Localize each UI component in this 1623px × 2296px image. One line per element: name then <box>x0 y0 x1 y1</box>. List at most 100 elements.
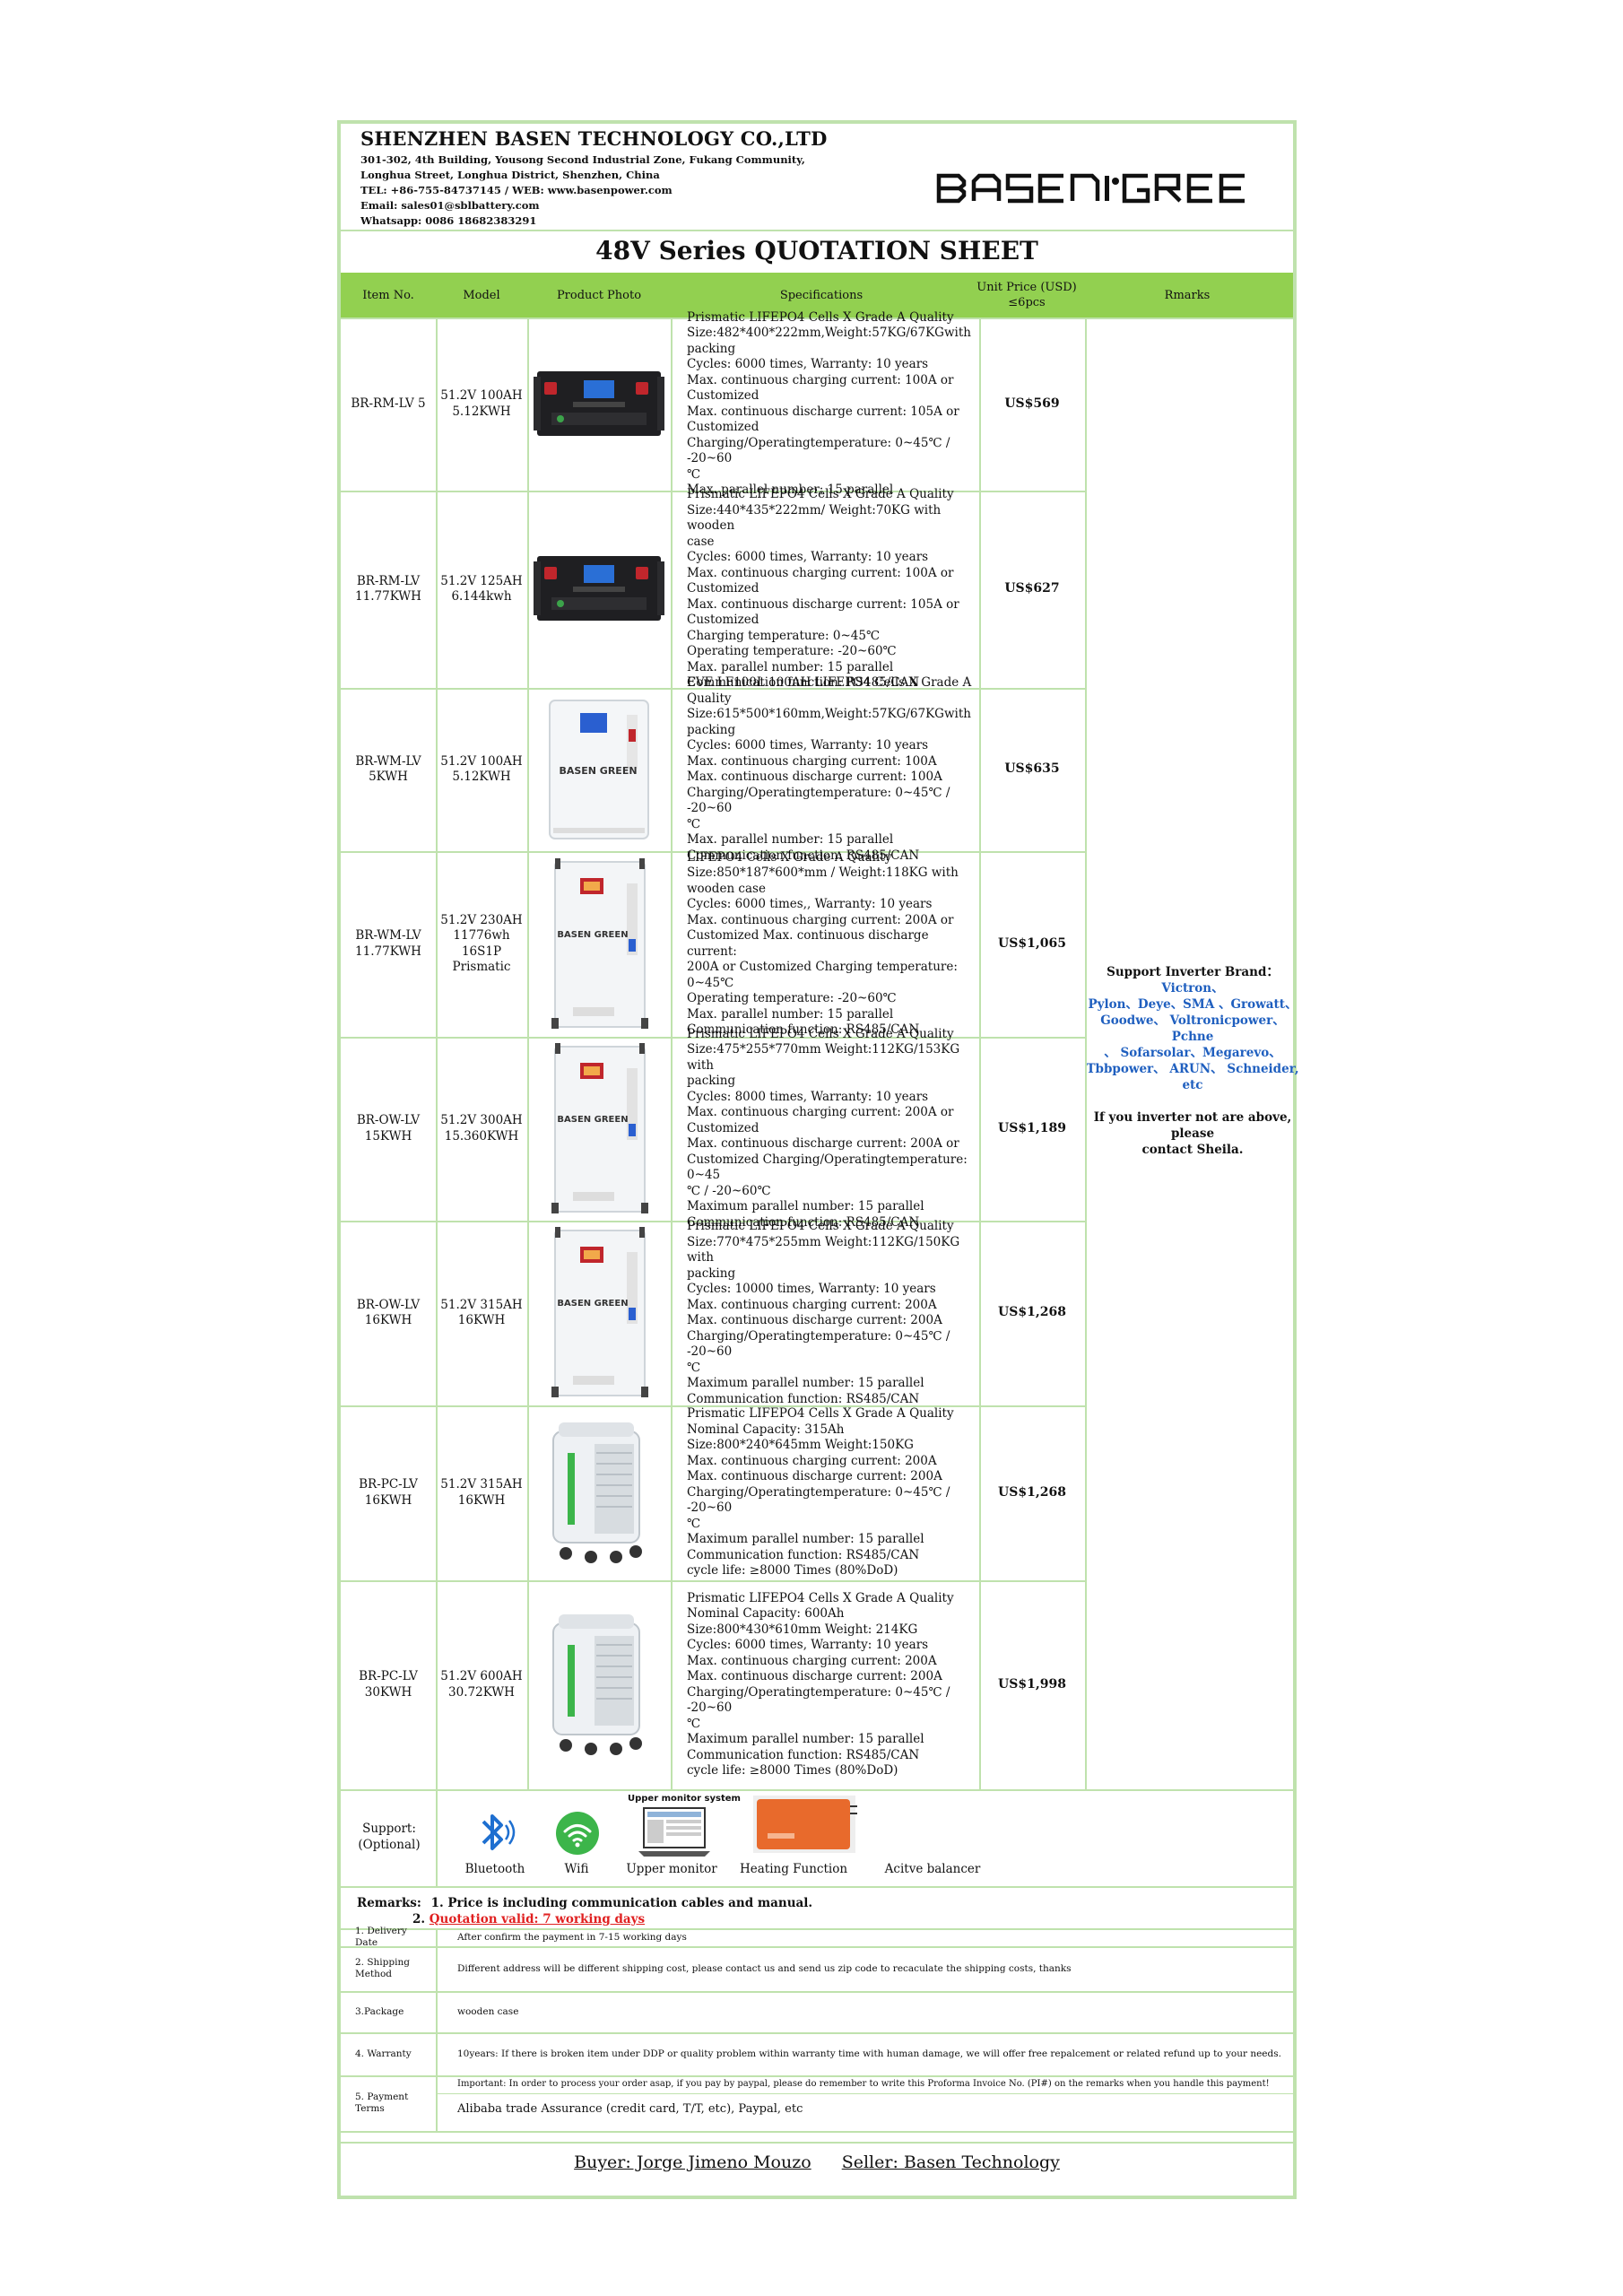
spec-line: Max. continuous discharge current: 105A … <box>687 404 959 419</box>
spec-line: Size:482*400*222mm,Weight:57KG/67KGwith <box>687 326 971 340</box>
spec-line: packing <box>687 722 736 737</box>
col-price-line2: ≤6pcs <box>1008 296 1046 309</box>
term-value: Different address will be different ship… <box>457 1963 1072 1974</box>
spec-line: Max. parallel number: 15 parallel <box>687 1006 894 1022</box>
model-line: 16KWH <box>457 1492 506 1508</box>
spec-line: Maximum parallel number: 15 parallel <box>687 1532 924 1547</box>
seller: Seller: Basen Technology <box>841 2152 1060 2172</box>
spec-line: ℃ / -20~60℃ <box>687 1183 771 1198</box>
spec-line: Max. parallel number: 15 parallel <box>687 659 894 674</box>
support-label-2: (Optional) <box>358 1838 421 1852</box>
spec-line: cycle life: ≥8000 Times (80%DoD) <box>687 1763 898 1778</box>
model-line: 6.144kwh <box>451 589 512 604</box>
cart-battery-icon <box>527 1405 671 1580</box>
item-no-line: BR-WM-LV <box>355 753 421 769</box>
spec-line: packing <box>687 1265 736 1281</box>
unit-price: US$1,065 <box>998 935 1066 951</box>
spec-line: ℃ <box>687 816 701 831</box>
spec-line: Max. continuous discharge current: 100A <box>687 770 942 784</box>
model-line: 15.360KWH <box>444 1128 519 1144</box>
inverter-brands: Support Inverter Brand：Victron、 Pylon、De… <box>1085 964 1300 1158</box>
spec-line: Communication function: RS485/CAN <box>687 675 920 691</box>
laptop-monitor-icon <box>638 1807 710 1857</box>
terms-col-divider <box>436 1928 438 2131</box>
spec-line: Communication function: RS485/CAN <box>687 1547 920 1562</box>
company-address-2: Longhua Street, Longhua District, Shenzh… <box>360 169 660 181</box>
model-line: 5.12KWH <box>452 770 511 784</box>
col-item: Item No. <box>362 288 414 302</box>
support-item-bluetooth: Bluetooth <box>464 1862 525 1876</box>
model-line: 51.2V 315AH <box>440 1477 523 1492</box>
terms-divider <box>341 2075 1293 2077</box>
item-no-line: BR-OW-LV <box>356 1113 421 1127</box>
spec-line: Cycles: 6000 times,, Warranty: 10 years <box>687 897 933 911</box>
brands-label: Support Inverter Brand： <box>1107 965 1279 979</box>
brands-note1: If you inverter not are above, please <box>1093 1110 1292 1141</box>
support-label: Support: (Optional) <box>344 1821 434 1853</box>
item-no-line: BR-RM-LV <box>356 573 421 588</box>
company-email: Email: sales01@sblbattery.com <box>360 199 540 212</box>
brands-line1: Victron、 <box>1161 981 1224 996</box>
spec-line: Size:440*435*222mm/ Weight:70KG with woo… <box>687 502 942 534</box>
model-line: 51.2V 600AH <box>440 1669 523 1683</box>
term-value: Important: In order to process your orde… <box>457 2079 1270 2089</box>
spec-line: Nominal Capacity: 315Ah <box>687 1422 845 1437</box>
col-divider <box>979 317 981 1789</box>
spec-line: Max. parallel number: 15 parallel <box>687 483 894 497</box>
spec-line: Charging/Operatingtemperature: 0~45℃ / -… <box>687 1328 950 1360</box>
term-value: wooden case <box>457 2006 519 2017</box>
col-divider <box>527 317 529 1789</box>
col-price-line1: Unit Price (USD) <box>976 281 1077 294</box>
spec-line: Prismatic LIFEPO4 Cells X Grade A Qualit… <box>687 309 954 325</box>
model-line: 5.12KWH <box>452 404 511 419</box>
spec-line: Charging/Operatingtemperature: 0~45℃ / -… <box>687 1484 950 1516</box>
svg-text:BASEN GREEN: BASEN GREEN <box>559 765 637 777</box>
spec-line: Customized Charging/Operatingtemperature… <box>687 1152 968 1183</box>
specifications: Prismatic LIFEPO4 Cells X Grade A Qualit… <box>687 1027 976 1230</box>
tall-battery-icon: BASEN GREEN <box>527 1037 671 1221</box>
model-line: 51.2V 100AH <box>440 388 523 403</box>
spec-line: Cycles: 6000 times, Warranty: 10 years <box>687 738 929 752</box>
spec-line: Max. continuous charging current: 100A <box>687 753 937 769</box>
spec-line: Size:770*475*255mm Weight:112KG/150KG wi… <box>687 1234 960 1265</box>
item-no-line: 5KWH <box>369 770 408 784</box>
specifications: EVE LF100L 100AH LIFEPO4 Cells X Grade A… <box>687 675 976 863</box>
term-value-2: Alibaba trade Assurance (credit card, T/… <box>457 2102 803 2116</box>
brands-note2: contact Sheila. <box>1141 1143 1244 1157</box>
col-divider <box>671 317 673 1789</box>
unit-price: US$569 <box>1004 396 1060 411</box>
spec-line: Customized <box>687 581 759 596</box>
model-line: 16KWH <box>457 1313 506 1327</box>
remarks-col-divider <box>1085 317 1087 1789</box>
col-divider <box>436 317 438 1789</box>
spec-line: cycle life: ≥8000 Times (80%DoD) <box>687 1563 898 1578</box>
spec-line: Charging/Operatingtemperature: 0~45℃ / -… <box>687 435 950 466</box>
spec-line: Max. continuous charging current: 100A o… <box>687 372 954 387</box>
company-tel: TEL: +86-755-84737145 / WEB: www.basenpo… <box>360 184 673 196</box>
terms-subdivider <box>438 2093 1293 2094</box>
row-divider <box>341 1789 1293 1791</box>
quotation-valid: Quotation valid: 7 working days <box>429 1912 646 1926</box>
spec-line: Max. continuous charging current: 200A <box>687 1653 937 1668</box>
spec-line: Max. continuous charging current: 200A <box>687 1453 937 1468</box>
spec-line: Communication function: RS485/CAN <box>687 1747 920 1762</box>
unit-price: US$1,268 <box>998 1305 1066 1320</box>
spec-line: EVE LF100L 100AH LIFEPO4 Cells X Grade A… <box>687 675 972 706</box>
item-no-line: 11.77KWH <box>355 944 421 959</box>
spec-line: Customized <box>687 420 759 434</box>
spec-line: Maximum parallel number: 15 parallel <box>687 1376 924 1390</box>
spec-line: wooden case <box>687 881 766 896</box>
item-no-line: BR-OW-LV <box>356 1297 421 1312</box>
spec-line: Prismatic LIFEPO4 Cells X Grade A Qualit… <box>687 1406 954 1422</box>
spec-line: Customized Max. continuous discharge cur… <box>687 928 929 959</box>
spec-line: Nominal Capacity: 600Ah <box>687 1606 845 1621</box>
row-divider <box>341 1580 1085 1582</box>
specifications: Prismatic LIFEPO4 Cells X Grade A Qualit… <box>687 310 976 498</box>
model-line: 51.2V 315AH <box>440 1297 523 1312</box>
spec-line: ℃ <box>687 1360 701 1375</box>
